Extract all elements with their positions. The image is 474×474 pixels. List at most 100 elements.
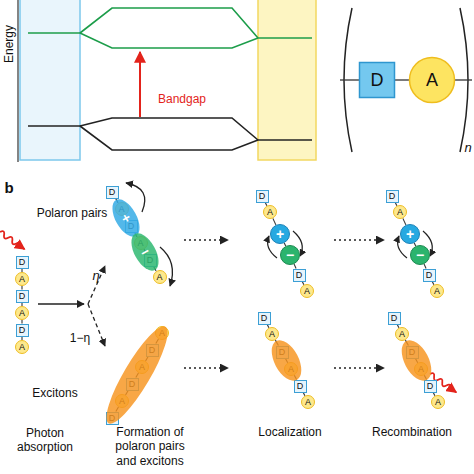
- polymer-bond: [116, 407, 119, 411]
- donor-unit-box-outline: [360, 63, 395, 98]
- donor-unit-box-outline: [106, 412, 118, 424]
- exciton-blob: [396, 335, 438, 385]
- unit-label: +: [406, 227, 414, 241]
- bandgap-arrow: [139, 52, 141, 117]
- polymer-bond: [403, 218, 406, 225]
- acceptor-unit-circle: A: [265, 327, 279, 341]
- unit-label: D: [19, 292, 26, 301]
- donor-unit-box-outline: [106, 186, 118, 198]
- homo-level: [80, 118, 258, 140]
- donor-unit-box-outline: [423, 269, 435, 281]
- donor-unit-box: D: [276, 346, 289, 359]
- unit-label: D: [149, 346, 156, 355]
- acceptor-unit-circle: A: [300, 284, 314, 298]
- branch-fraction: η: [92, 268, 99, 284]
- acceptor-unit-circle: A: [284, 362, 298, 376]
- unit-label: D: [109, 188, 116, 197]
- branch-fraction: 1−η: [70, 331, 90, 345]
- polymer-bond: [397, 325, 399, 328]
- polymer-bond: [21, 286, 22, 290]
- donor-unit-box-outline: [276, 346, 288, 358]
- acceptor-unit-circle-outline: [415, 363, 428, 376]
- acceptor-unit-circle: A: [135, 360, 149, 374]
- time-arrow: [334, 367, 384, 369]
- acceptor-unit-circle-outline: [156, 327, 169, 340]
- unit-label: D: [297, 382, 304, 391]
- unit-label: D: [259, 192, 266, 201]
- acceptor-unit-circle: A: [155, 326, 169, 340]
- step-label: Photon absorption: [13, 426, 77, 455]
- polymer-bond: [424, 375, 426, 379]
- unit-label: A: [435, 398, 441, 407]
- donor-unit-box-outline: [424, 380, 436, 392]
- donor-unit-box: D: [359, 62, 395, 98]
- polymer-bond: [414, 243, 415, 246]
- row-label: Polaron pairs: [37, 206, 108, 220]
- acceptor-band-column: [258, 0, 316, 160]
- acceptor-unit-circle-outline: [116, 395, 129, 408]
- electron-polaron: −: [410, 245, 430, 265]
- unit-label: A: [159, 329, 165, 338]
- unit-label: D: [19, 258, 26, 267]
- donor-unit-box-outline: [388, 312, 400, 324]
- acceptor-unit-circle-outline: [432, 396, 445, 409]
- acceptor-unit-circle: A: [430, 284, 444, 298]
- donor-unit-box: D: [256, 190, 269, 203]
- homo-level: [258, 139, 312, 141]
- acceptor-unit-circle-outline: [302, 396, 315, 409]
- acceptor-unit-circle-outline: [264, 206, 277, 219]
- branch-arrow: [88, 266, 105, 304]
- unit-label: D: [409, 348, 416, 357]
- polymer-bond: [273, 218, 276, 225]
- polymer-bond: [432, 282, 434, 285]
- unit-label: D: [427, 382, 434, 391]
- donor-unit-box: D: [424, 380, 437, 393]
- acceptor-unit-circle: A: [431, 395, 445, 409]
- polymer-bond: [21, 337, 22, 341]
- unit-label: A: [418, 365, 424, 374]
- unit-label: −: [286, 248, 294, 262]
- acceptor-unit-circle: A: [409, 57, 455, 103]
- time-arrow: [184, 239, 228, 241]
- acceptor-unit-circle: A: [15, 272, 29, 286]
- polymer-bond: [21, 320, 22, 324]
- donor-unit-box-outline: [126, 378, 138, 390]
- donor-unit-box-outline: [146, 344, 158, 356]
- donor-unit-box-outline: [16, 324, 28, 336]
- acceptor-unit-circle-outline: [16, 307, 29, 320]
- polymer-bond: [267, 325, 269, 328]
- donor-unit-box-outline: [258, 312, 270, 324]
- polymer-bond: [21, 269, 22, 273]
- acceptor-unit-circle-outline: [136, 361, 149, 374]
- polymer-bond: [275, 340, 278, 345]
- unit-label: A: [139, 363, 145, 372]
- electron-polaron-outline: [411, 246, 430, 265]
- unit-label: A: [399, 330, 405, 339]
- acceptor-unit-circle-outline: [285, 363, 298, 376]
- lumo-level: [80, 8, 258, 38]
- time-arrow: [184, 367, 228, 369]
- branch-arrow: [88, 304, 105, 346]
- electron-polaron-outline: [281, 246, 300, 265]
- donor-unit-box-outline: [294, 380, 306, 392]
- acceptor-unit-circle-outline: [16, 341, 29, 354]
- acceptor-unit-circle-outline: [266, 328, 279, 341]
- unit-label: A: [156, 273, 162, 282]
- acceptor-unit-circle-outline: [153, 271, 166, 284]
- unit-label: A: [434, 287, 440, 296]
- hole-polaron-outline: [271, 225, 290, 244]
- donor-unit-box: D: [16, 324, 29, 337]
- acceptor-unit-circle: A: [414, 362, 428, 376]
- homo-level: [80, 126, 258, 150]
- donor-unit-box: D: [16, 256, 29, 269]
- hole-polaron: +: [400, 224, 420, 244]
- polymer-bond: [302, 282, 304, 285]
- acceptor-unit-circle-outline: [301, 285, 314, 298]
- unit-label: A: [267, 208, 273, 217]
- polymer-bond: [455, 79, 472, 80]
- acceptor-unit-circle: A: [153, 270, 167, 284]
- lumo-level: [28, 32, 80, 34]
